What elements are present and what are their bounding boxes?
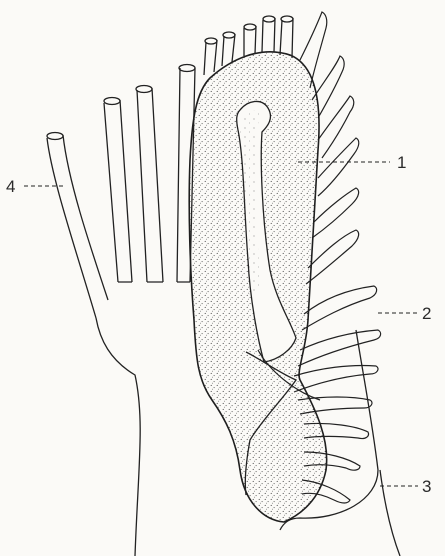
label-2: 2 [422,304,431,323]
left-tubes [47,65,195,319]
label-3: 3 [422,477,431,496]
label-4: 4 [6,177,15,196]
stippled-body [189,52,326,522]
label-1: 1 [397,153,406,172]
base-outline [96,282,190,556]
